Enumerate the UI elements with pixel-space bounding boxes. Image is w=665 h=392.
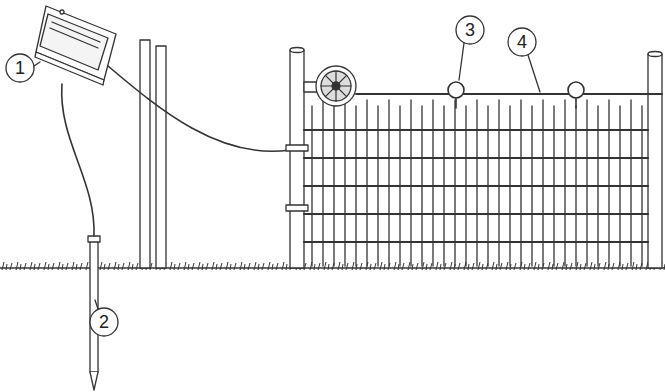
post-clip (286, 145, 308, 211)
callout-number: 4 (517, 33, 527, 51)
callout-number: 2 (99, 313, 109, 331)
callout-number: 3 (465, 21, 475, 39)
wire-reel (304, 66, 356, 106)
fence-wire (356, 93, 662, 95)
callout-circle (6, 16, 536, 336)
ground-line (0, 267, 665, 269)
ground-wire (62, 84, 94, 236)
mounting-post (140, 40, 166, 268)
leader-line (34, 43, 540, 309)
fence-post (290, 48, 662, 269)
insulator (448, 82, 584, 108)
callout-number: 1 (15, 59, 25, 77)
fence-lead-wire (108, 66, 290, 151)
energizer-unit (35, 6, 116, 85)
fence-rails (304, 130, 648, 242)
